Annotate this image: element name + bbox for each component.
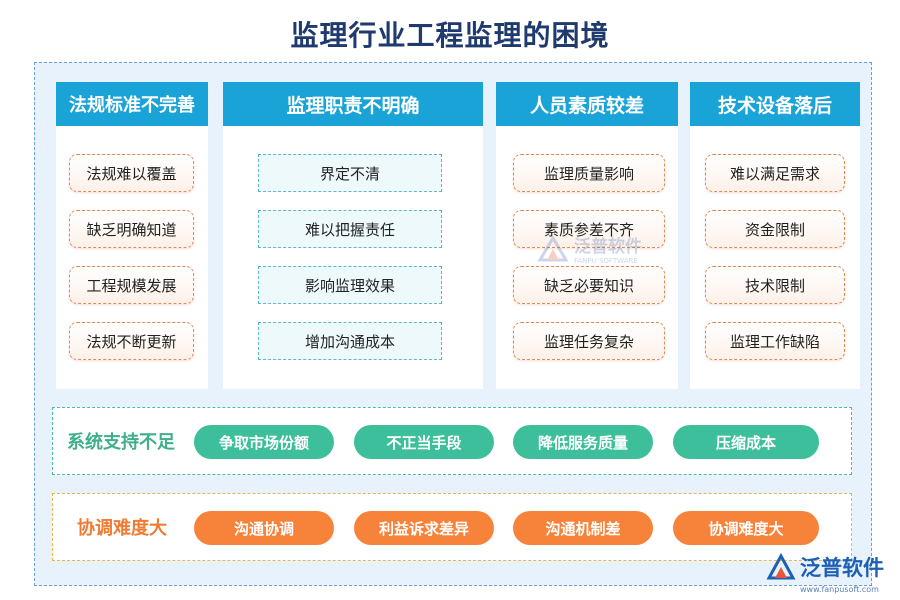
band-coordination: 协调难度大 沟通协调 利益诉求差异 沟通机制差 协调难度大 — [52, 493, 852, 561]
brand-url: www.fanpusoft.com — [800, 585, 879, 594]
band-label: 协调难度大 — [77, 518, 167, 539]
page-title: 监理行业工程监理的困境 — [290, 19, 610, 52]
band-pill: 利益诉求差异 — [354, 511, 494, 545]
column-item: 技术限制 — [705, 266, 845, 304]
band-pill: 沟通机制差 — [513, 511, 653, 545]
column-item: 监理质量影响 — [513, 154, 665, 192]
band-pill: 沟通协调 — [194, 511, 334, 545]
brand-logo: 泛普软件 — [766, 552, 884, 582]
fanpu-logo-icon — [766, 553, 796, 580]
brand-name: 泛普软件 — [800, 556, 884, 580]
column-item: 法规不断更新 — [69, 322, 194, 360]
column-item: 影响监理效果 — [258, 266, 442, 304]
column-responsibilities: 监理职责不明确 界定不清 难以把握责任 影响监理效果 增加沟通成本 — [223, 82, 483, 389]
band-label: 系统支持不足 — [67, 432, 175, 453]
column-header: 法规标准不完善 — [56, 82, 208, 126]
band-pill: 压缩成本 — [673, 425, 819, 459]
column-header: 监理职责不明确 — [223, 82, 483, 126]
column-regulations: 法规标准不完善 法规难以覆盖 缺乏明确知道 工程规模发展 法规不断更新 — [56, 82, 208, 389]
column-equipment: 技术设备落后 难以满足需求 资金限制 技术限制 监理工作缺陷 — [690, 82, 860, 389]
column-item: 增加沟通成本 — [258, 322, 442, 360]
band-pill: 降低服务质量 — [513, 425, 653, 459]
band-pill: 协调难度大 — [673, 511, 819, 545]
column-item: 难以满足需求 — [705, 154, 845, 192]
column-item: 监理任务复杂 — [513, 322, 665, 360]
column-item: 工程规模发展 — [69, 266, 194, 304]
column-item: 缺乏明确知道 — [69, 210, 194, 248]
column-item: 难以把握责任 — [258, 210, 442, 248]
band-pill: 不正当手段 — [354, 425, 494, 459]
column-item: 缺乏必要知识 — [513, 266, 665, 304]
column-header: 技术设备落后 — [690, 82, 860, 126]
column-header: 人员素质较差 — [496, 82, 678, 126]
column-item: 资金限制 — [705, 210, 845, 248]
column-item: 监理工作缺陷 — [705, 322, 845, 360]
column-personnel: 人员素质较差 监理质量影响 素质参差不齐 缺乏必要知识 监理任务复杂 — [496, 82, 678, 389]
column-item: 界定不清 — [258, 154, 442, 192]
column-item: 法规难以覆盖 — [69, 154, 194, 192]
band-system-support: 系统支持不足 争取市场份额 不正当手段 降低服务质量 压缩成本 — [52, 407, 852, 475]
band-pill: 争取市场份额 — [194, 425, 334, 459]
column-item: 素质参差不齐 — [513, 210, 665, 248]
